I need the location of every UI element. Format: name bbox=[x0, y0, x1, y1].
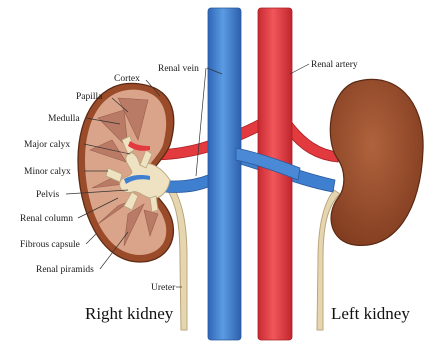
label-medulla: Medulla bbox=[48, 114, 80, 124]
inferior-vena-cava bbox=[208, 8, 241, 340]
label-minor-calyx: Minor calyx bbox=[24, 167, 71, 177]
label-renal-vein: Renal vein bbox=[158, 64, 199, 74]
caption-right-kidney: Right kidney bbox=[85, 304, 174, 323]
label-fibrous-capsule: Fibrous capsule bbox=[20, 240, 80, 250]
label-renal-column: Renal column bbox=[20, 214, 73, 224]
label-renal-pyramids: Renal piramids bbox=[36, 265, 94, 275]
label-renal-artery: Renal artery bbox=[311, 60, 358, 70]
label-papilla: Papilla bbox=[76, 92, 103, 102]
label-pelvis: Pelvis bbox=[36, 190, 60, 200]
caption-left-kidney: Left kidney bbox=[331, 304, 410, 323]
label-cortex: Cortex bbox=[114, 74, 140, 84]
label-major-calyx: Major calyx bbox=[24, 140, 70, 150]
label-ureter: Ureter bbox=[151, 283, 176, 293]
left-kidney bbox=[330, 79, 423, 245]
